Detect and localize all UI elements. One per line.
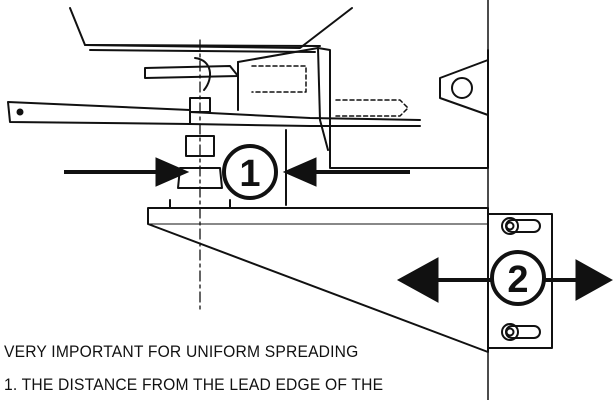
callout-2: 2	[490, 250, 546, 306]
callout-2-arrows	[396, 257, 613, 303]
bracket	[147, 199, 489, 353]
spinner-disc	[7, 101, 421, 127]
plate-lug	[439, 59, 489, 116]
callout-1-number: 1	[239, 153, 260, 195]
instruction-item-1: 1. THE DISTANCE FROM THE LEAD EDGE OF TH…	[4, 375, 384, 394]
callout-1-arrows	[64, 157, 410, 187]
upper-deflector	[144, 57, 239, 91]
callout-1: 1	[222, 144, 278, 200]
callout-2-number: 2	[507, 259, 528, 301]
mounting-plate	[237, 47, 489, 169]
plate-slots	[251, 65, 409, 117]
importance-note: VERY IMPORTANT FOR UNIFORM SPREADING	[4, 342, 359, 361]
spinner-shaft	[177, 39, 223, 311]
hopper	[69, 7, 353, 53]
